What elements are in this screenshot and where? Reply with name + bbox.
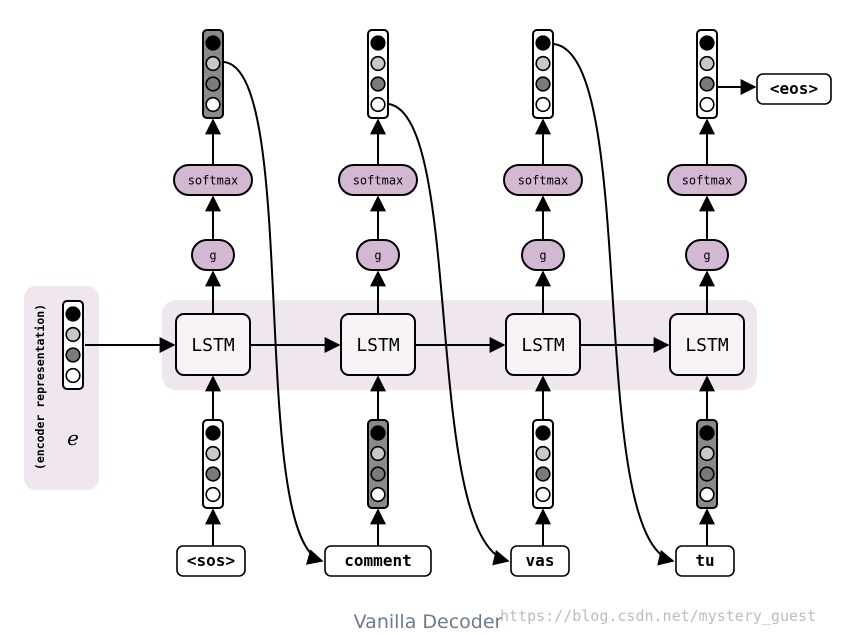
input-token-0-text: <sos> bbox=[187, 551, 235, 570]
g-node: g bbox=[191, 239, 235, 271]
vector-cell bbox=[370, 35, 386, 51]
vector-cell bbox=[535, 96, 551, 113]
vector-cell bbox=[535, 486, 551, 503]
input-token-3-text: tu bbox=[695, 551, 714, 570]
g-node-label: g bbox=[703, 248, 710, 262]
vector-cell bbox=[535, 425, 551, 441]
softmax-node: softmax bbox=[667, 164, 747, 196]
vector-cell bbox=[535, 76, 551, 92]
vector-cell bbox=[205, 55, 221, 72]
vector-cell bbox=[535, 55, 551, 72]
input-token-3: tu bbox=[675, 545, 735, 577]
lstm-label: LSTM bbox=[356, 335, 400, 356]
softmax-node: softmax bbox=[173, 164, 253, 196]
vector-cell bbox=[370, 55, 386, 72]
lstm-cell: LSTM bbox=[669, 313, 745, 376]
vector-cell bbox=[205, 35, 221, 51]
input-vector bbox=[202, 419, 224, 509]
vector-cell bbox=[65, 347, 81, 363]
vector-cell bbox=[699, 486, 715, 503]
vector-cell bbox=[205, 425, 221, 441]
vector-cell bbox=[535, 445, 551, 462]
softmax-node: softmax bbox=[503, 164, 583, 196]
lstm-cell: LSTM bbox=[340, 313, 416, 376]
input-token-1-text: comment bbox=[344, 551, 411, 570]
vector-cell bbox=[370, 466, 386, 482]
vector-cell bbox=[699, 55, 715, 72]
vector-cell bbox=[699, 96, 715, 113]
g-node-label: g bbox=[374, 248, 381, 262]
input-vector bbox=[367, 419, 389, 509]
input-vector bbox=[696, 419, 718, 509]
g-node-label: g bbox=[209, 248, 216, 262]
input-token-2-text: vas bbox=[526, 551, 555, 570]
vector-cell bbox=[370, 96, 386, 113]
softmax-node-label: softmax bbox=[188, 173, 239, 187]
g-node-label: g bbox=[539, 248, 546, 262]
vector-cell bbox=[535, 466, 551, 482]
g-node: g bbox=[521, 239, 565, 271]
input-token-1: comment bbox=[324, 545, 432, 577]
input-token-0: <sos> bbox=[176, 545, 246, 577]
vector-cell bbox=[205, 76, 221, 92]
diagram-caption: Vanilla Decoder bbox=[354, 611, 503, 633]
vector-cell bbox=[699, 445, 715, 462]
output-vector bbox=[696, 29, 718, 119]
vector-cell bbox=[699, 425, 715, 441]
g-node: g bbox=[356, 239, 400, 271]
vector-cell bbox=[205, 96, 221, 113]
watermark: https://blog.csdn.net/mystery_guest bbox=[500, 607, 816, 625]
vector-cell bbox=[699, 35, 715, 51]
eos-token: <eos> bbox=[756, 73, 832, 105]
vector-cell bbox=[205, 486, 221, 503]
output-vector bbox=[202, 29, 224, 119]
input-token-2: vas bbox=[510, 545, 570, 577]
encoder-symbol: e bbox=[67, 426, 79, 450]
feedback-curve-2 bbox=[388, 103, 510, 566]
lstm-label: LSTM bbox=[521, 335, 565, 356]
eos-token-text: <eos> bbox=[770, 79, 818, 98]
lstm-label: LSTM bbox=[191, 335, 235, 356]
softmax-node-label: softmax bbox=[682, 173, 733, 187]
vector-cell bbox=[65, 326, 81, 343]
vector-cell bbox=[699, 76, 715, 92]
vector-cell bbox=[65, 367, 81, 384]
softmax-node-label: softmax bbox=[353, 173, 404, 187]
encoder-vector bbox=[62, 300, 84, 390]
lstm-cell: LSTM bbox=[175, 313, 251, 376]
vector-cell bbox=[205, 445, 221, 462]
lstm-cell: LSTM bbox=[505, 313, 581, 376]
output-vector bbox=[367, 29, 389, 119]
vector-cell bbox=[370, 486, 386, 503]
softmax-node: softmax bbox=[338, 164, 418, 196]
vector-cell bbox=[535, 35, 551, 51]
lstm-label: LSTM bbox=[685, 335, 729, 356]
vector-cell bbox=[370, 76, 386, 92]
vector-cell bbox=[205, 466, 221, 482]
feedback-curve-1 bbox=[223, 61, 324, 565]
vector-cell bbox=[370, 445, 386, 462]
vector-cell bbox=[699, 466, 715, 482]
input-vector bbox=[532, 419, 554, 509]
vector-cell bbox=[65, 306, 81, 322]
g-node: g bbox=[685, 239, 729, 271]
output-vector bbox=[532, 29, 554, 119]
vector-cell bbox=[370, 425, 386, 441]
feedback-curve-3 bbox=[553, 43, 675, 566]
softmax-node-label: softmax bbox=[518, 173, 569, 187]
encoder-label: (encoder representation) bbox=[33, 304, 47, 470]
